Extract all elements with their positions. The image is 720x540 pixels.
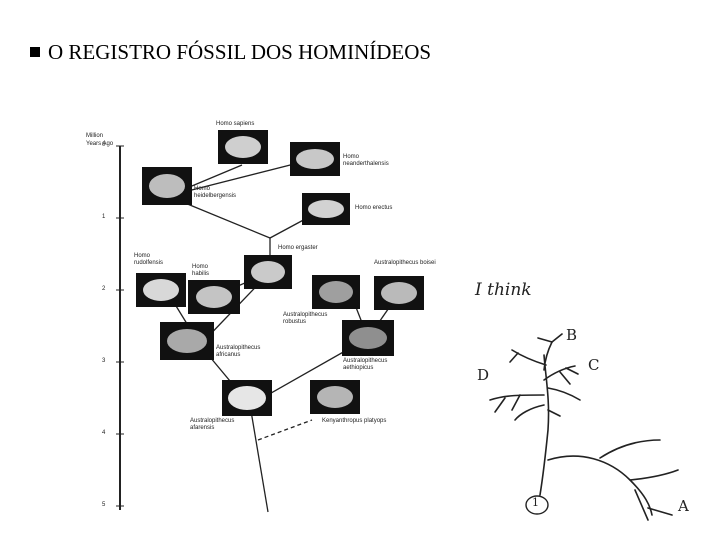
sketch-caption: I think [475,280,532,300]
sketch-label-b: B [566,326,577,344]
sketch-label-d: D [477,366,489,384]
sketch-branches [490,334,678,520]
sketch-label-a: A [678,497,689,515]
sketch-label-c: C [588,356,599,374]
sketch-label-one: 1 [532,496,539,509]
